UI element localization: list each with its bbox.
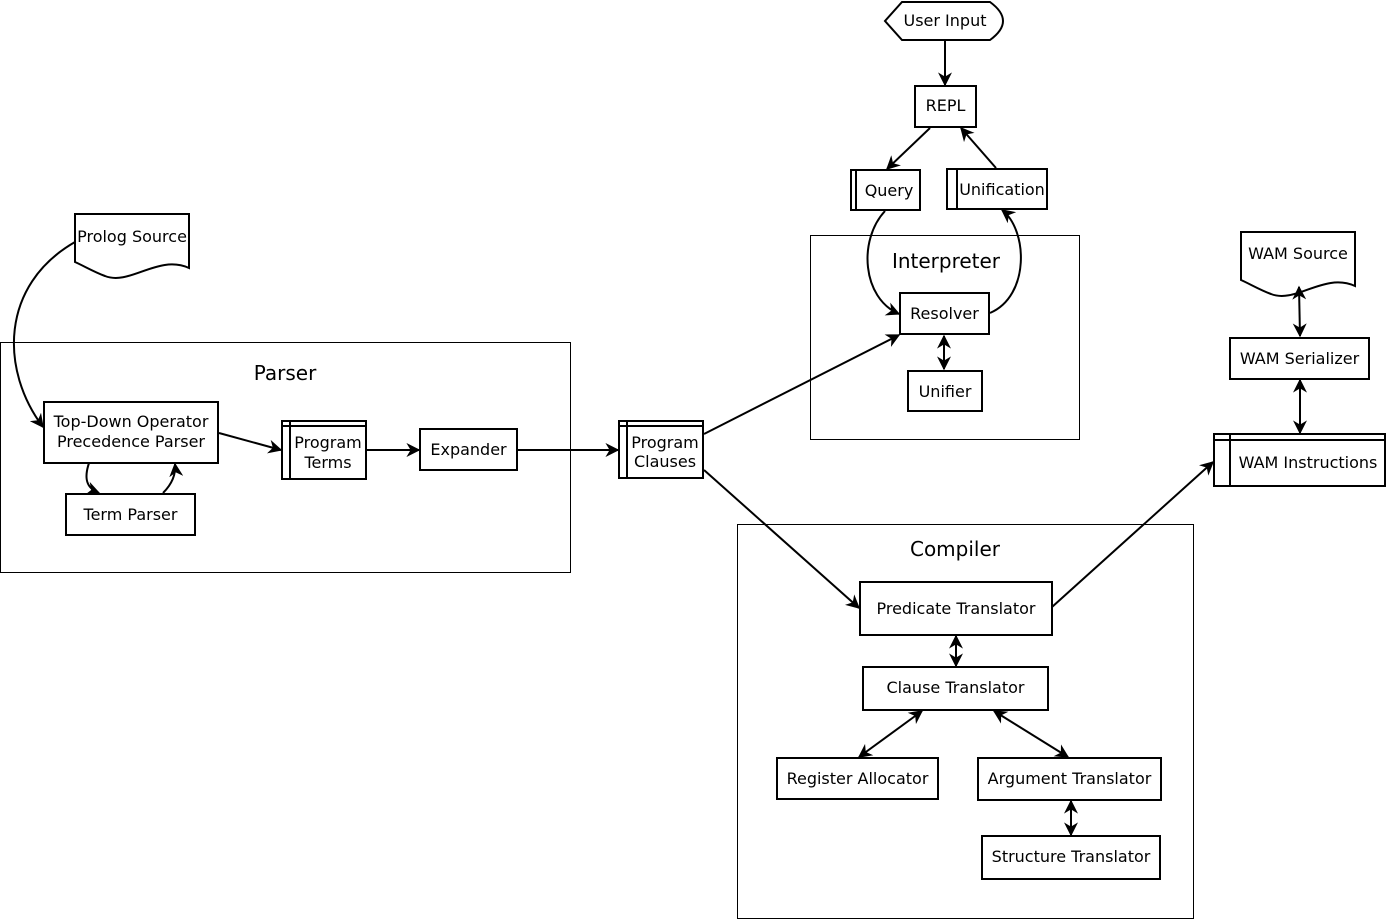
edge-prolog-source-to-parser — [12, 241, 76, 429]
edge-clause-translator-argument-translator — [992, 710, 1070, 758]
interpreter-group-title: Interpreter — [892, 249, 1001, 273]
structure-translator-node: Structure Translator — [981, 835, 1161, 880]
top-down-parser-label-line2: Precedence Parser — [57, 432, 205, 451]
resolver-label: Resolver — [910, 304, 979, 323]
query-node: Query — [850, 169, 921, 211]
wam-instructions-node: WAM Instructions — [1213, 433, 1386, 487]
top-down-parser-label-line1: Top-Down Operator — [53, 412, 209, 431]
expander-label: Expander — [430, 440, 507, 459]
predicate-translator-node: Predicate Translator — [859, 581, 1053, 636]
unifier-label: Unifier — [919, 382, 972, 401]
wam-instructions-label: WAM Instructions — [1239, 453, 1378, 472]
clause-translator-node: Clause Translator — [862, 666, 1049, 711]
repl-node: REPL — [914, 85, 977, 128]
parser-group-title: Parser — [254, 361, 317, 385]
edge-clause-translator-register-allocator — [857, 710, 924, 758]
program-terms-label-line1: Program — [294, 433, 362, 452]
program-terms-label-line2: Terms — [303, 453, 351, 472]
edge-query-to-resolver — [866, 210, 901, 316]
user-input-label: User Input — [904, 11, 987, 30]
program-clauses-label-line2: Clauses — [634, 452, 696, 471]
edge-program-clauses-to-resolver — [703, 334, 901, 435]
edge-repl-to-query — [885, 127, 931, 170]
compiler-group-title: Compiler — [910, 537, 1001, 561]
unifier-node: Unifier — [907, 370, 983, 412]
edge-top-down-to-term-parser — [84, 462, 101, 496]
resolver-node: Resolver — [899, 292, 990, 335]
wam-source-label: WAM Source — [1248, 244, 1348, 263]
wam-serializer-node: WAM Serializer — [1229, 337, 1370, 380]
edge-term-parser-to-top-down — [162, 462, 184, 494]
edge-wam-source-serializer — [1292, 285, 1307, 338]
wam-serializer-label: WAM Serializer — [1240, 349, 1360, 368]
predicate-translator-label: Predicate Translator — [876, 599, 1035, 618]
edge-top-down-to-program-terms — [218, 432, 283, 454]
program-clauses-label-line1: Program — [631, 433, 699, 452]
program-terms-node: Program Terms — [281, 420, 367, 480]
edge-resolver-to-unification — [989, 209, 1022, 314]
edge-predicate-translator-to-wam-instructions — [1051, 461, 1215, 608]
argument-translator-label: Argument Translator — [988, 769, 1152, 788]
unification-label: Unification — [959, 180, 1045, 199]
register-allocator-label: Register Allocator — [787, 769, 929, 788]
top-down-parser-node: Top-Down Operator Precedence Parser — [43, 401, 219, 464]
expander-node: Expander — [419, 428, 518, 471]
edge-program-clauses-to-predicate-translator — [703, 469, 861, 609]
clause-translator-label: Clause Translator — [887, 678, 1025, 697]
register-allocator-node: Register Allocator — [776, 757, 939, 800]
repl-label: REPL — [926, 96, 966, 115]
term-parser-label: Term Parser — [83, 505, 178, 524]
program-clauses-node: Program Clauses — [618, 420, 704, 479]
prolog-source-label: Prolog Source — [77, 227, 187, 246]
unification-node: Unification — [946, 168, 1048, 210]
query-label: Query — [865, 181, 914, 200]
prolog-source-node: Prolog Source — [74, 213, 190, 279]
argument-translator-node: Argument Translator — [977, 757, 1162, 801]
user-input-node: User Input — [883, 1, 1004, 41]
wam-source-node: WAM Source — [1240, 231, 1356, 297]
edge-unification-to-repl — [960, 126, 997, 169]
term-parser-node: Term Parser — [65, 493, 196, 536]
structure-translator-label: Structure Translator — [992, 847, 1151, 866]
